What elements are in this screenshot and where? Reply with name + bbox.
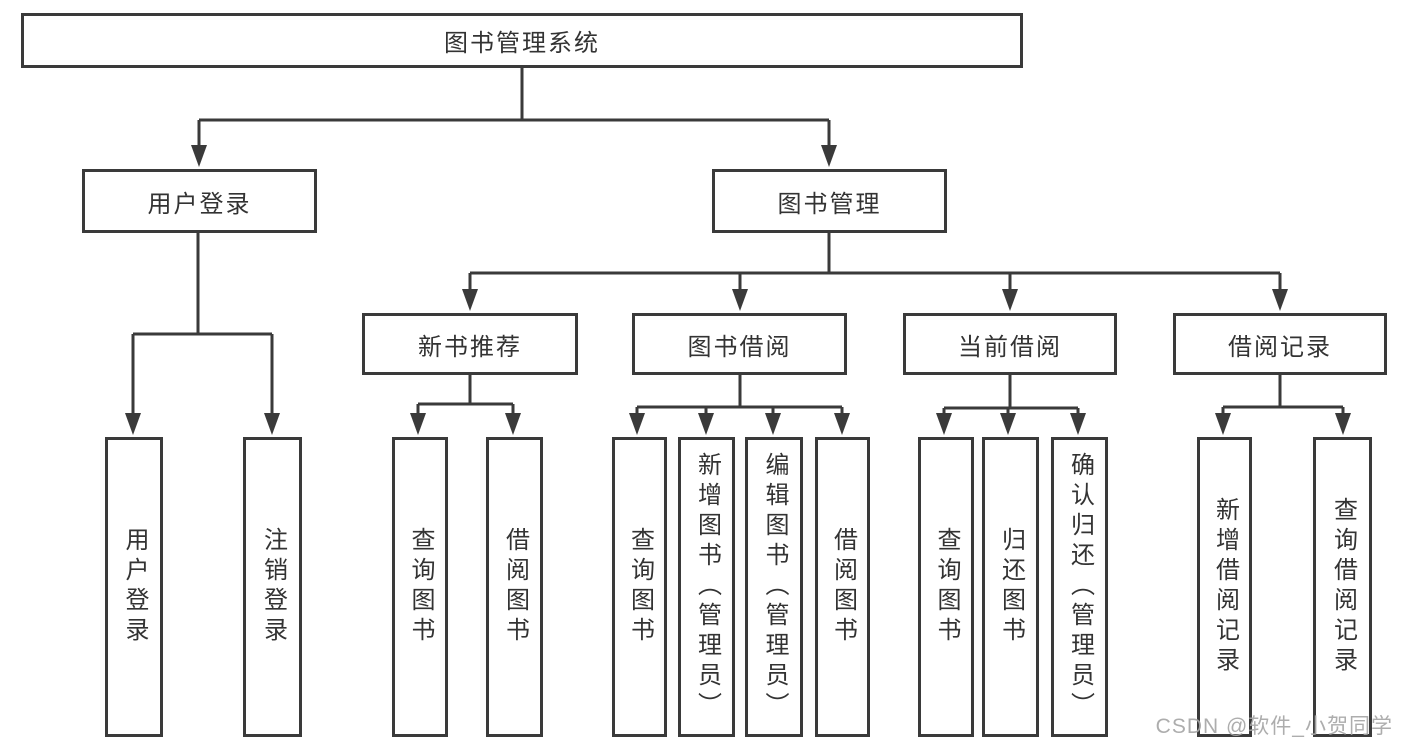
leaf-borrow-books: 借阅图书 — [815, 437, 870, 737]
connector-book-management — [468, 233, 1282, 292]
leaf-edit-books-admin: 编辑图书（管理员） — [745, 437, 803, 737]
arrowheads — [125, 145, 1351, 435]
leaf-query-books-borrow: 查询图书 — [612, 437, 667, 737]
node-user-login: 用户登录 — [82, 169, 317, 233]
leaf-add-books-admin: 新增图书（管理员） — [678, 437, 735, 737]
node-root: 图书管理系统 — [21, 13, 1023, 68]
node-current-borrow: 当前借阅 — [903, 313, 1117, 375]
connector-new-book — [416, 375, 515, 415]
leaf-query-books-current: 查询图书 — [918, 437, 974, 737]
connector-current-borrow — [942, 375, 1080, 415]
leaf-query-books-recommend: 查询图书 — [392, 437, 448, 737]
watermark: CSDN @软件_小贺同学 — [1155, 715, 1393, 738]
node-book-management: 图书管理 — [712, 169, 947, 233]
connector-root — [197, 68, 831, 148]
node-borrow-records: 借阅记录 — [1173, 313, 1387, 375]
leaf-logout: 注销登录 — [243, 437, 302, 737]
leaf-user-login: 用户登录 — [105, 437, 163, 737]
connector-borrow-records — [1221, 375, 1345, 415]
node-book-borrow: 图书借阅 — [632, 313, 847, 375]
connector-book-borrow — [635, 375, 844, 415]
leaf-return-books: 归还图书 — [982, 437, 1039, 737]
leaf-query-borrow-record: 查询借阅记录 — [1313, 437, 1372, 737]
connector-user-login — [131, 233, 274, 415]
node-new-book-recommend: 新书推荐 — [362, 313, 578, 375]
leaf-borrow-books-recommend: 借阅图书 — [486, 437, 543, 737]
leaf-confirm-return-admin: 确认归还（管理员） — [1051, 437, 1108, 737]
leaf-add-borrow-record: 新增借阅记录 — [1197, 437, 1252, 737]
